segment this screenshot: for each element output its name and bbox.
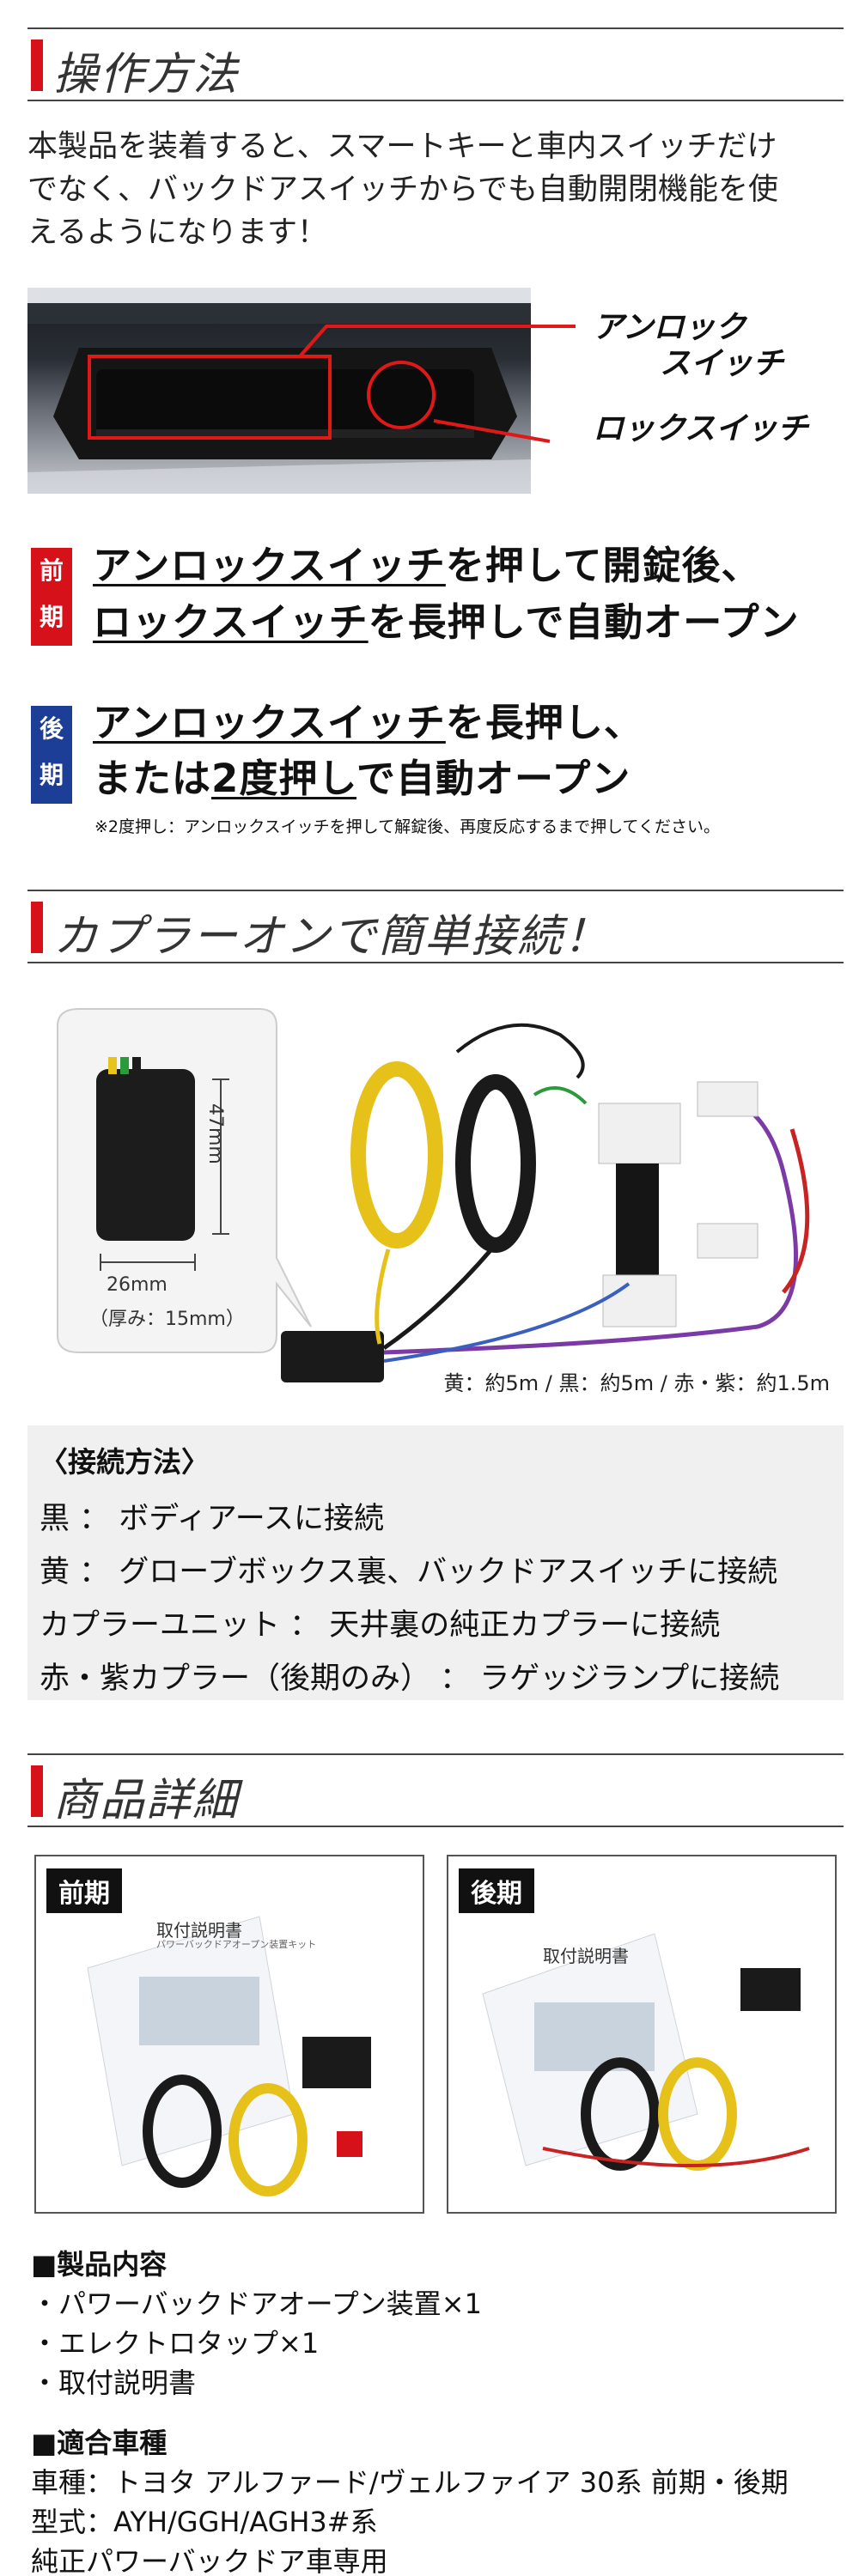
device-thickness: （厚み：15mm） <box>89 1309 245 1330</box>
connection-method-box: 〈接続方法〉 黒 ： ボディアースに接続 黄 ： グローブボックス裏、バックドア… <box>27 1425 844 1700</box>
late-model-badge: 後期 <box>31 706 72 804</box>
vehicle-item: 純正パワーバックドア車専用 <box>31 2545 388 2576</box>
connection-item: 赤・紫カプラー（後期のみ） ： ラゲッジランプに接続 <box>40 1662 780 1696</box>
section-header-operation: 操作方法 <box>27 27 844 101</box>
contents-title: ■製品内容 <box>31 2248 168 2281</box>
lock-switch-label: ロックスイッチ <box>593 411 808 447</box>
intro-text: 本製品を装着すると、スマートキーと車内スイッチだけ でなく、バックドアスイッチか… <box>27 125 844 254</box>
vehicles-title: ■適合車種 <box>31 2427 168 2459</box>
intro-line: えるようになります！ <box>27 216 327 250</box>
contents-item: ・取付説明書 <box>31 2366 197 2399</box>
contents-item: ・パワーバックドアオープン装置×1 <box>31 2287 482 2320</box>
unlock-switch-label-2: スイッチ <box>660 346 784 381</box>
backdoor-switch-photo <box>27 288 531 494</box>
connection-item: 黄 ： グローブボックス裏、バックドアスイッチに接続 <box>40 1555 778 1589</box>
manual-subtitle: パワーバックドアオープン装置キット <box>156 1939 317 1950</box>
section-title: 操作方法 <box>53 49 240 100</box>
contents-item: ・エレクトロタップ×1 <box>31 2327 320 2360</box>
section-title: 商品詳細 <box>53 1775 240 1826</box>
section-header-details: 商品詳細 <box>27 1753 844 1827</box>
early-step-2: ロックスイッチを長押しで自動オープン <box>93 599 800 645</box>
manual-title: 取付説明書 <box>543 1946 629 1966</box>
connection-title: 〈接続方法〉 <box>40 1445 210 1479</box>
connection-item: 黒 ： ボディアースに接続 <box>40 1502 384 1536</box>
manual-title: 取付説明書 <box>156 1920 242 1941</box>
vehicle-item: 型式：AYH/GGH/AGH3#系 <box>31 2506 378 2538</box>
section-accent-bar <box>31 902 43 953</box>
connection-item: カプラーユニット ： 天井裏の純正カプラーに接続 <box>40 1608 721 1643</box>
section-title: カプラーオンで簡単接続！ <box>53 911 611 963</box>
late-step-2: または2度押しで自動オープン <box>93 756 631 801</box>
device-height: 47mm <box>204 1103 226 1164</box>
callout-lines <box>299 325 576 443</box>
early-product-image <box>87 1916 371 2196</box>
wiring-kit-photo <box>57 1008 810 1382</box>
vehicle-item: 車種：トヨタ アルファード/ヴェルファイア 30系 前期・後期 <box>31 2466 789 2499</box>
double-press-note: ※2度押し：アンロックスイッチを押して解錠後、再度反応するまで押してください。 <box>94 817 720 836</box>
section-accent-bar <box>31 1765 43 1817</box>
early-step-1: アンロックスイッチを押して開錠後、 <box>93 543 761 588</box>
device-width: 26mm <box>107 1274 168 1296</box>
early-tag: 前期 <box>46 1868 122 1913</box>
late-step-1: アンロックスイッチを長押し、 <box>93 700 643 745</box>
early-product-photo: 取付説明書 パワーバックドアオープン装置キット 前期 <box>34 1855 424 2214</box>
intro-line: でなく、バックドアスイッチからでも自動開閉機能を使 <box>27 173 778 207</box>
unlock-switch-label: アンロック <box>593 310 746 345</box>
section-accent-bar <box>31 39 43 91</box>
wire-lengths: 黄：約5m / 黒：約5m / 赤・紫：約1.5m <box>443 1371 830 1395</box>
early-model-badge: 前期 <box>31 548 72 646</box>
late-product-photo: 取付説明書 後期 <box>447 1855 837 2214</box>
section-header-connection: カプラーオンで簡単接続！ <box>27 890 844 963</box>
intro-line: 本製品を装着すると、スマートキーと車内スイッチだけ <box>27 130 777 164</box>
late-product-image <box>482 1933 810 2171</box>
late-tag: 後期 <box>459 1868 534 1913</box>
